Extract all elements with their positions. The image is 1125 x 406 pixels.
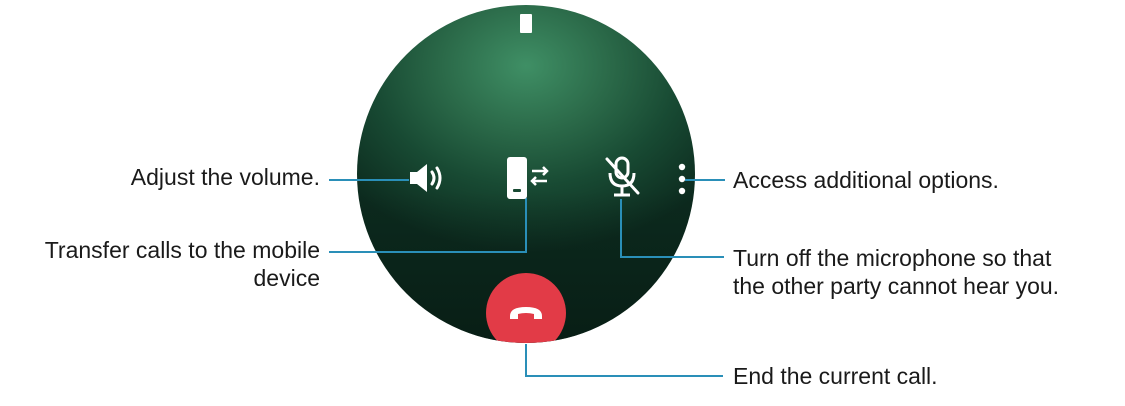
end-call-callout: End the current call. [733, 363, 938, 389]
end-call-leader-line [525, 344, 527, 377]
transfer-callout-line1: Transfer calls to the mobile [44, 237, 320, 263]
end-call-leader-line-horizontal [525, 375, 723, 377]
phone-indicator-icon [520, 14, 532, 33]
transfer-callout: Transfer calls to the mobile device [45, 236, 320, 292]
transfer-callout-line2: device [253, 265, 320, 291]
mute-leader-line [620, 199, 622, 258]
volume-leader-line [329, 179, 409, 181]
mute-callout: Turn off the microphone so that the othe… [733, 244, 1059, 300]
volume-callout: Adjust the volume. [130, 164, 320, 190]
options-callout: Access additional options. [733, 167, 999, 193]
watch-call-screen [357, 5, 695, 343]
vertical-ellipsis-icon[interactable] [678, 163, 686, 200]
options-leader-line [685, 179, 725, 181]
speaker-volume-icon[interactable] [410, 163, 452, 198]
mute-callout-line2: the other party cannot hear you. [733, 273, 1060, 299]
transfer-leader-line [329, 251, 527, 253]
microphone-off-icon[interactable] [603, 155, 643, 204]
end-call-button[interactable] [486, 273, 566, 343]
mute-leader-line-horizontal [620, 256, 724, 258]
transfer-leader-line-vertical [525, 198, 527, 253]
phone-hangup-icon [510, 307, 542, 319]
phone-transfer-icon[interactable] [505, 155, 553, 208]
mute-callout-line1: Turn off the microphone so that [733, 245, 1052, 271]
